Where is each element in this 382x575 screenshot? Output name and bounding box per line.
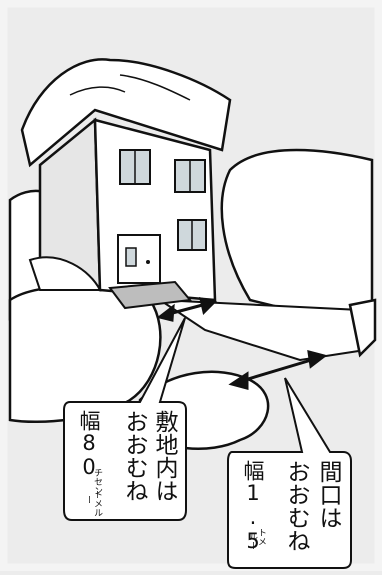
callout-right-ruby1: トメ	[256, 528, 266, 546]
callout-left-ruby2: トメル	[92, 490, 102, 517]
callout-right-col1: 間口は	[315, 460, 341, 529]
roof-detail-1	[69, 86, 126, 96]
wall-step	[348, 298, 377, 358]
house-door	[117, 234, 161, 284]
callout-right-col3: 幅1.5	[241, 460, 265, 553]
callout-left-ruby1: チセン	[92, 468, 102, 495]
roof-detail-2	[119, 74, 191, 101]
callout-right-bubble	[227, 377, 352, 569]
callout-left-col2: おおむね	[121, 410, 147, 502]
width-arrow-site	[156, 296, 217, 322]
snow-front	[28, 256, 102, 291]
callout-left-ruby3: ー	[83, 495, 93, 504]
snow-mound-back	[220, 148, 374, 332]
callout-right-col2: おおむね	[283, 460, 309, 552]
width-arrow-frontage	[228, 349, 328, 390]
callout-left-col1: 敷地内は	[151, 410, 177, 502]
house-steps	[108, 280, 192, 310]
callout-left-col3: 幅80	[77, 410, 101, 479]
access-path	[156, 298, 367, 362]
callout-left-bubble	[63, 317, 187, 521]
callout-right-ruby2: ルー	[247, 532, 257, 550]
house-roof	[20, 58, 232, 168]
